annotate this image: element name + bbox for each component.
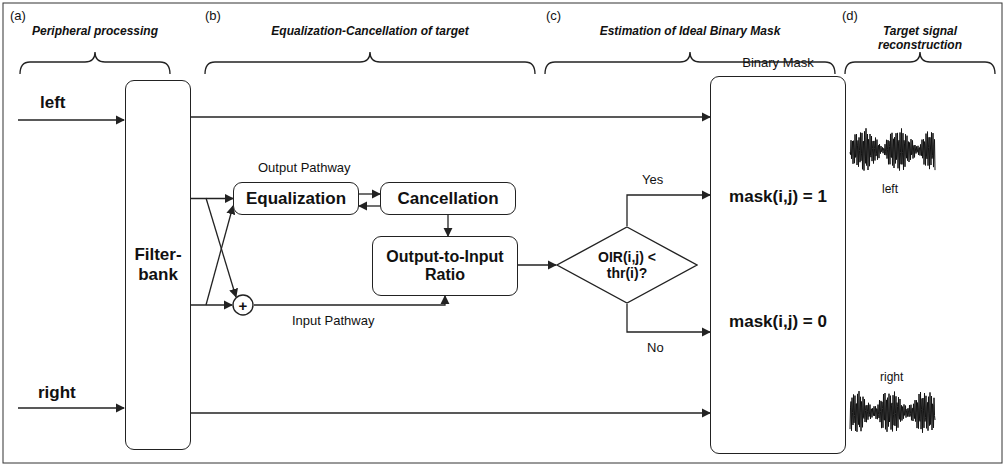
node-text: Equalization	[246, 189, 346, 209]
stage-heading: Equalization-Cancellation of target	[205, 24, 535, 38]
process-box: Equalization	[233, 182, 359, 215]
stage-heading: Estimation of Ideal Binary Mask	[545, 24, 835, 38]
connector	[191, 304, 232, 305]
connector	[254, 296, 445, 305]
node-text: Output-to-Input Ratio	[378, 248, 512, 284]
stage-heading: Target signal reconstruction	[845, 24, 995, 52]
connector	[627, 195, 710, 226]
node-text: mask(i,j) = 1	[729, 187, 827, 207]
mask-box: Binary Maskmask(i,j) = 1mask(i,j) = 0	[710, 76, 846, 454]
process-box: Cancellation	[380, 182, 516, 215]
connector	[191, 198, 233, 199]
sum-circle: +	[232, 294, 254, 316]
node-text: Cancellation	[397, 189, 498, 209]
text-label: (b)	[205, 8, 221, 23]
text-label: right	[880, 370, 903, 384]
waveforms	[850, 128, 935, 432]
brackets	[20, 52, 995, 74]
node-text: OIR(i,j) < thr(i)?	[581, 249, 673, 281]
node-text: mask(i,j) = 0	[729, 312, 827, 332]
edge-label: No	[645, 340, 666, 355]
text-label: (d)	[842, 8, 858, 23]
input-arrows	[18, 120, 380, 408]
connector	[447, 215, 448, 236]
process-box: Output-to-Input Ratio	[372, 236, 518, 296]
text-label: (c)	[546, 8, 561, 23]
connector	[191, 116, 710, 117]
decision-diamond: OIR(i,j) < thr(i)?	[556, 226, 698, 304]
edge-label: Input Pathway	[290, 313, 376, 328]
connector	[627, 304, 710, 332]
text-label: right	[38, 383, 76, 403]
node-text: Filter-bank	[131, 245, 185, 285]
text-label: left	[40, 93, 66, 113]
text-label: Output Pathway	[258, 160, 351, 175]
process-box: Filter-bank	[125, 80, 191, 450]
connector	[191, 412, 710, 413]
text-label: (a)	[10, 8, 26, 23]
connector	[359, 193, 380, 194]
connector	[518, 264, 556, 265]
frame	[3, 3, 1002, 463]
node-text: Binary Mask	[742, 55, 814, 70]
node-text: +	[239, 298, 248, 313]
edge-label: Yes	[640, 172, 665, 187]
stage-heading: Peripheral processing	[20, 24, 170, 38]
text-label: left	[882, 182, 898, 196]
